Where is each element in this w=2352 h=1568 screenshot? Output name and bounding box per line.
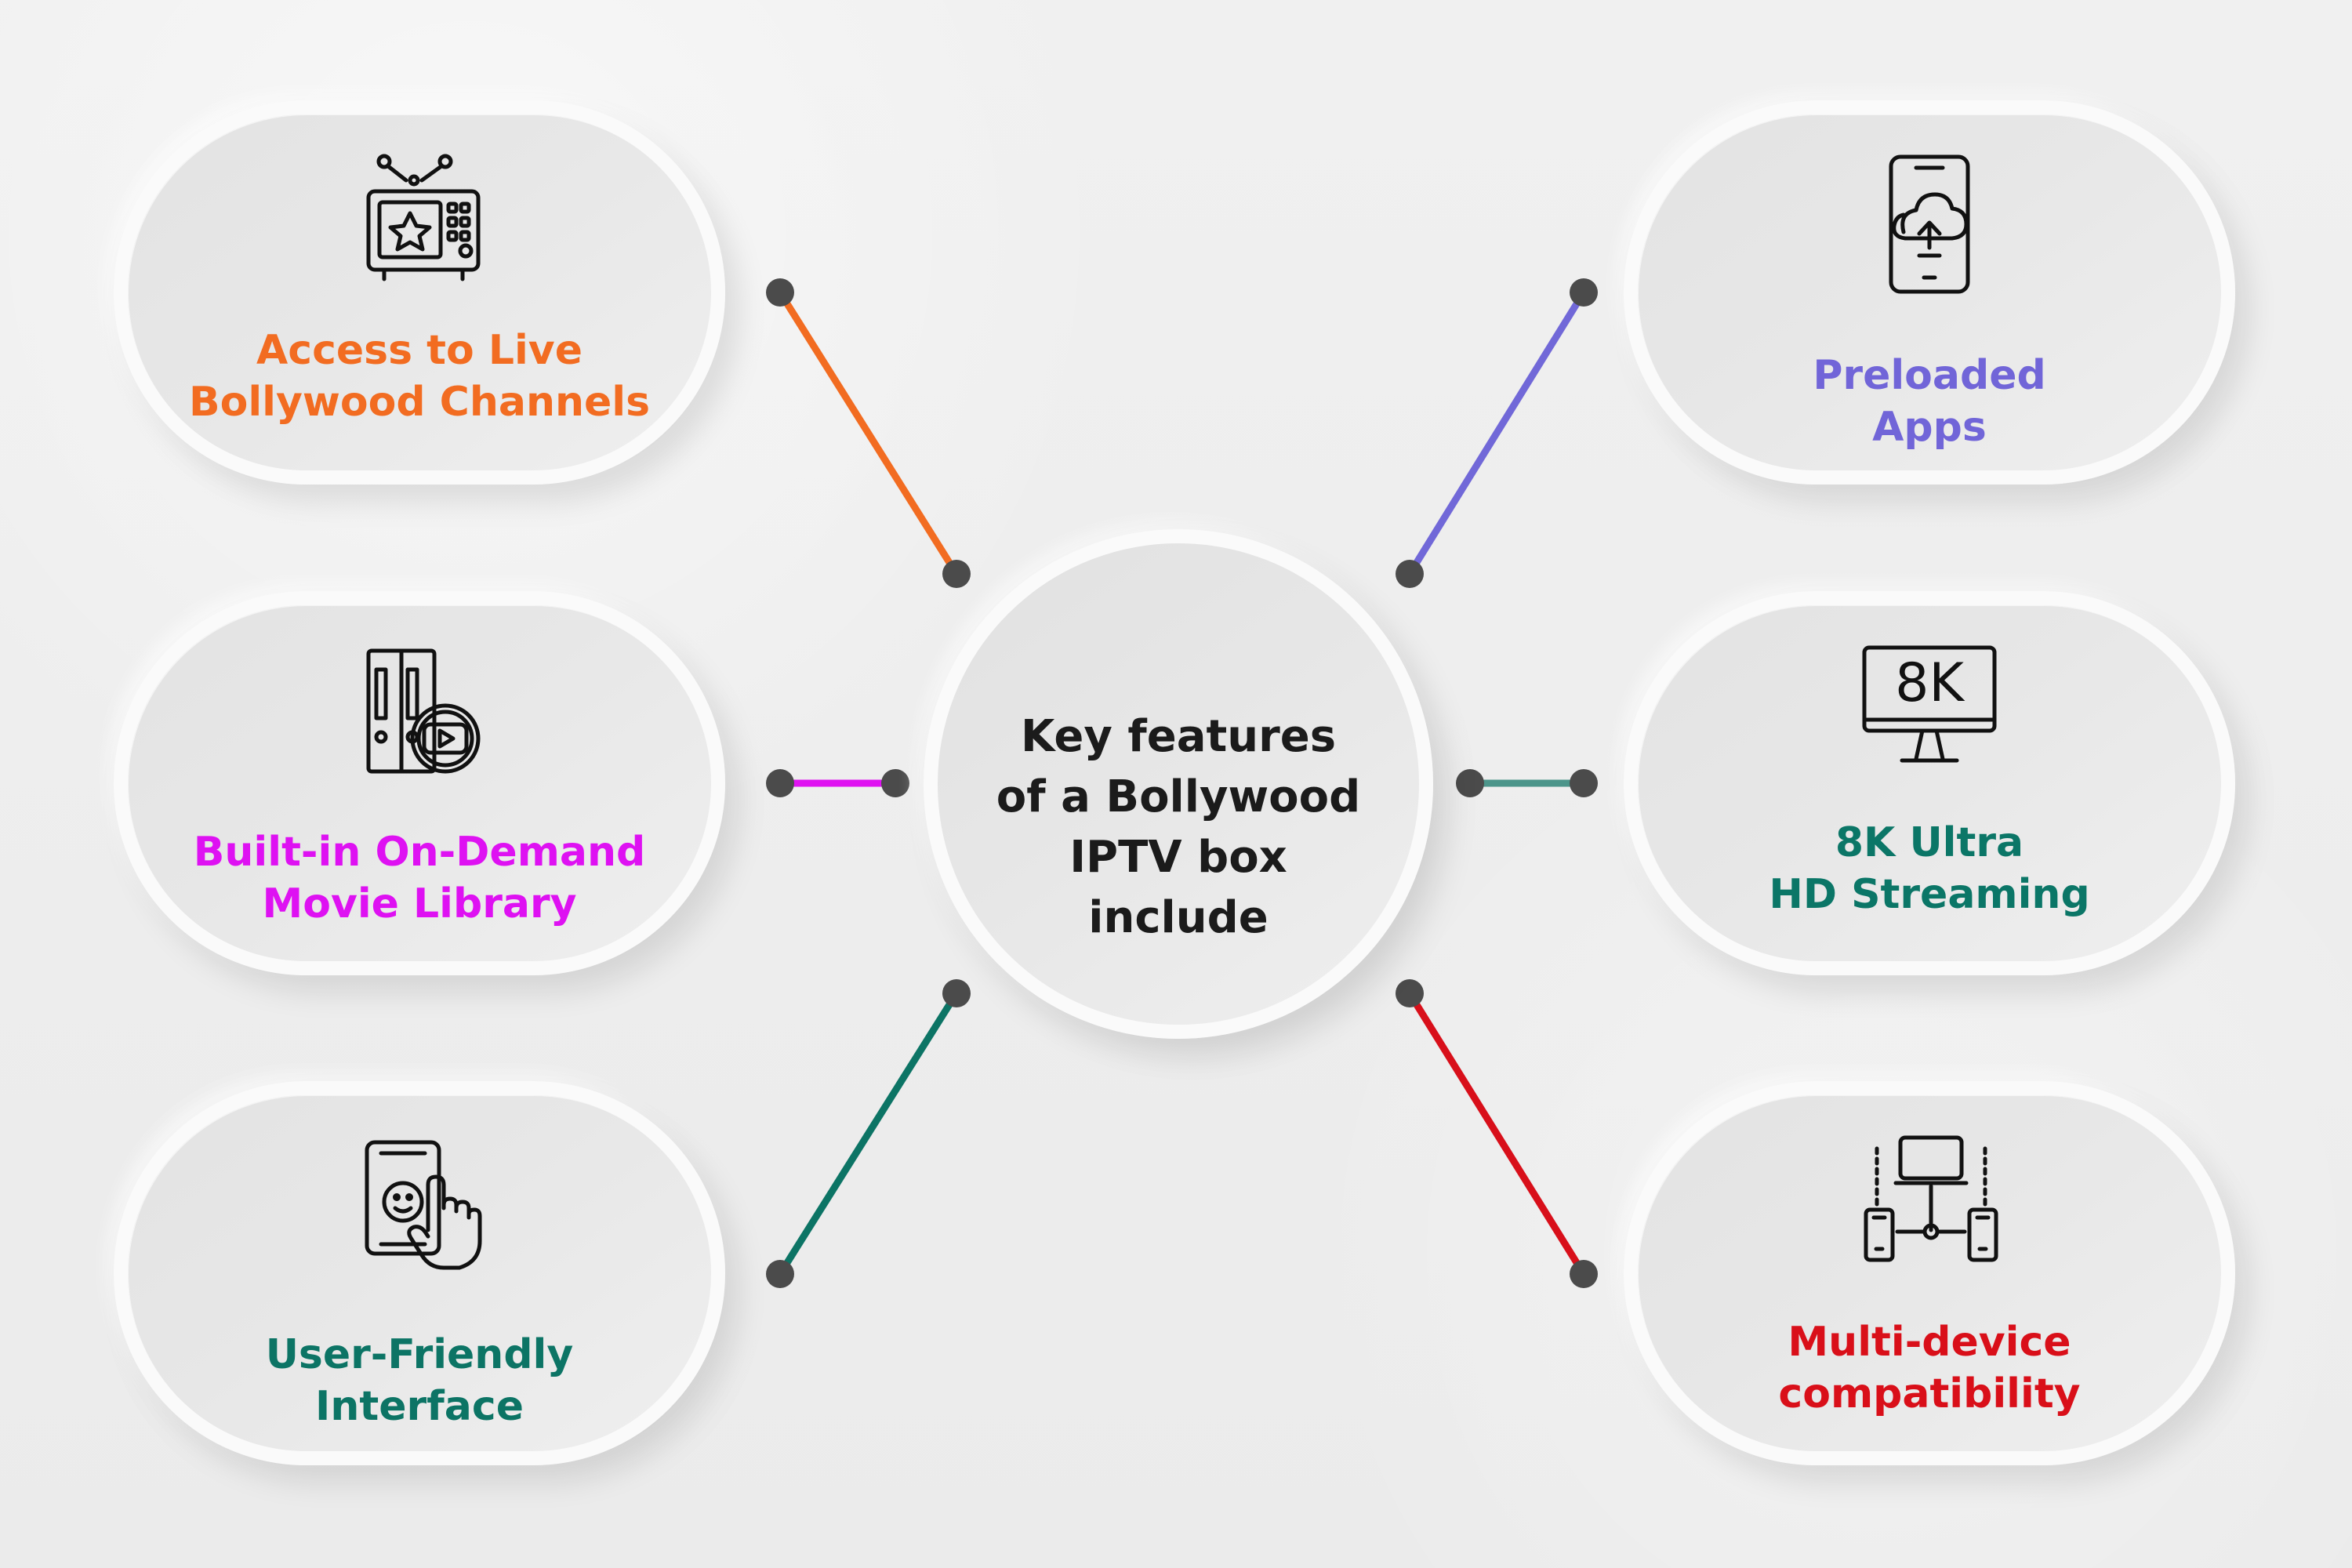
feature-label-movie-library: Built-in On-Demand Movie Library [175,826,664,930]
feature-label-live-channels-line2: Bollywood Channels [188,379,651,426]
center-title-line2: of a Bollywood [996,771,1361,822]
center-title: Key features of a Bollywood IPTV box inc… [985,706,1372,948]
feature-label-preloaded-apps: Preloaded Apps [1685,350,2174,453]
connector-dot-left-top-outer [766,278,794,307]
feature-label-preloaded-apps-line1: Preloaded [1813,352,2046,399]
feature-label-user-interface-line1: User-Friendly [265,1331,574,1378]
connector-line-left-bottom [776,989,960,1278]
preloaded-apps-icon [1855,149,2004,298]
feature-label-multi-device: Multi-device compatibility [1685,1316,2174,1420]
connector-dot-left-middle-inner [881,769,909,797]
feature-label-preloaded-apps-line2: Apps [1872,404,1987,451]
feature-label-8k-streaming: 8K Ultra HD Streaming [1685,817,2174,920]
connector-dot-right-top-inner [1396,560,1424,588]
feature-label-8k-streaming-line1: 8K Ultra [1835,819,2024,866]
touch-interface-icon [345,1130,494,1279]
connector-dot-left-bottom-inner [942,979,971,1007]
connector-dot-right-top-outer [1570,278,1598,307]
feature-label-8k-streaming-line2: HD Streaming [1769,871,2090,918]
multi-device-icon [1855,1128,2004,1277]
connector-line-right-top [1406,289,1588,578]
connector-dot-right-middle-inner [1456,769,1484,797]
feature-card-movie-library: Built-in On-Demand Movie Library [114,591,725,975]
movie-library-icon [345,638,494,787]
connector-dot-left-middle-outer [766,769,794,797]
connector-dot-left-top-inner [942,560,971,588]
center-title-line1: Key features [1020,711,1337,762]
connector-dot-right-bottom-inner [1396,979,1424,1007]
feature-label-live-channels-line1: Access to Live [256,327,583,374]
eight-k-display-icon: 8K [1855,638,2004,787]
feature-label-user-interface-line2: Interface [315,1383,524,1430]
feature-card-8k-streaming: 8K 8K Ultra HD Streaming [1624,591,2235,975]
feature-card-live-channels: Access to Live Bollywood Channels [114,100,725,485]
connector-dot-right-bottom-outer [1570,1260,1598,1288]
center-feature-summary: Key features of a Bollywood IPTV box inc… [924,529,1433,1039]
feature-label-movie-library-line2: Movie Library [262,880,577,927]
eight-k-display-text: 8K [1895,652,1965,714]
feature-card-multi-device: Multi-device compatibility [1624,1081,2235,1465]
feature-card-user-interface: User-Friendly Interface [114,1081,725,1465]
connector-dot-right-middle-outer [1570,769,1598,797]
connector-dot-left-bottom-outer [766,1260,794,1288]
feature-label-user-interface: User-Friendly Interface [175,1329,664,1432]
feature-label-multi-device-line1: Multi-device [1788,1319,2071,1366]
feature-label-multi-device-line2: compatibility [1778,1370,2081,1417]
feature-label-live-channels: Access to Live Bollywood Channels [175,325,664,428]
feature-card-preloaded-apps: Preloaded Apps [1624,100,2235,485]
center-title-line3: IPTV box include [1069,832,1287,943]
connector-line-right-bottom [1406,989,1588,1278]
live-tv-icon [345,147,494,296]
feature-label-movie-library-line1: Built-in On-Demand [193,829,646,876]
connector-line-left-top [776,289,960,578]
